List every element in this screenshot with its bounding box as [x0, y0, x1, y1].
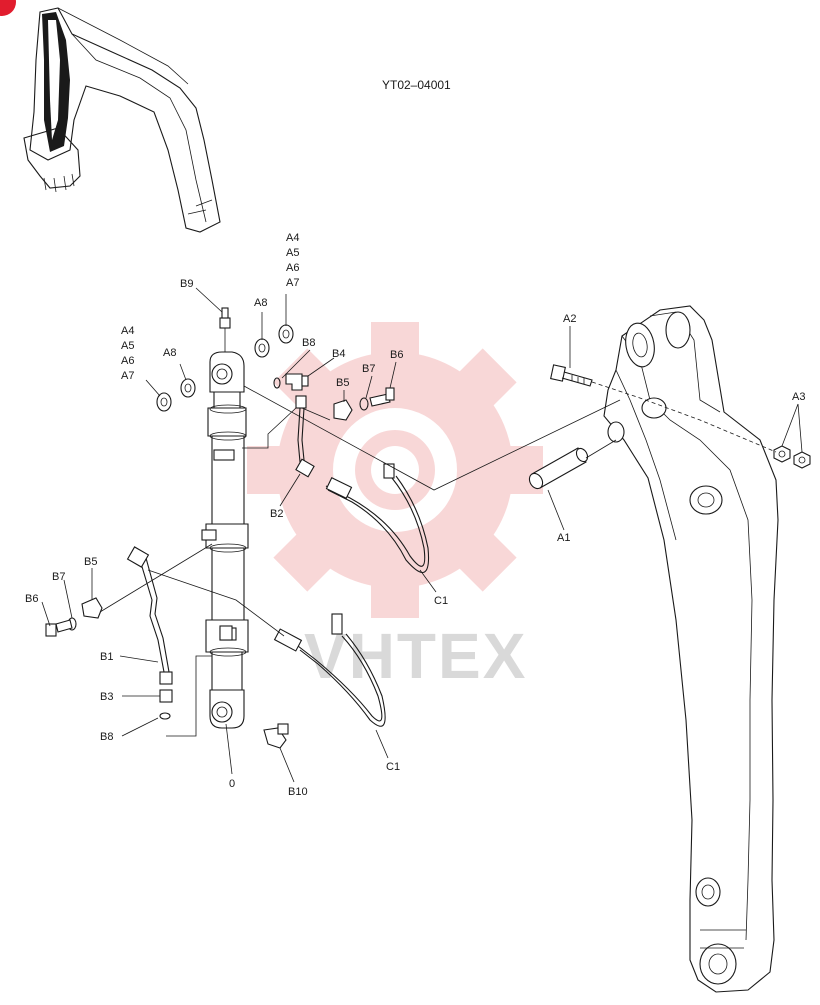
nut-top [295, 395, 307, 409]
elbow-b10 [263, 723, 289, 749]
label-a6-top: A6 [286, 262, 299, 274]
fitting-lower [219, 625, 233, 641]
corner-badge-icon [0, 0, 16, 16]
clamp-b5-left [81, 597, 103, 619]
label-b6-left: B6 [25, 593, 38, 605]
drawing-code: YT02–04001 [382, 78, 451, 92]
label-b8-left: B8 [100, 731, 113, 743]
bolt-a2 [550, 364, 593, 387]
label-a8-left: A8 [163, 347, 176, 359]
fitting-b9 [219, 307, 231, 352]
hose-c1-bottom [273, 613, 386, 727]
label-b2: B2 [270, 508, 283, 520]
label-a3: A3 [792, 391, 805, 403]
label-c1-bottom: C1 [386, 761, 400, 773]
tube-b1 [126, 546, 173, 685]
label-b5-top: B5 [336, 377, 349, 389]
bolt-b6-top [369, 387, 395, 407]
label-zero: 0 [229, 778, 235, 790]
fitting-b3 [159, 689, 173, 703]
washers-left [156, 378, 196, 412]
label-b10: B10 [288, 786, 308, 798]
label-c1-top: C1 [434, 595, 448, 607]
label-a1: A1 [557, 532, 570, 544]
washer-b7-top [359, 397, 369, 411]
label-a8-top: A8 [254, 297, 267, 309]
cylinder-assembly [201, 351, 249, 729]
label-b6-top: B6 [390, 349, 403, 361]
elbow-b4 [285, 373, 309, 391]
label-a5-top: A5 [286, 247, 299, 259]
thumbnail-arm-drawing [23, 7, 221, 233]
label-b7-top: B7 [362, 363, 375, 375]
label-a2: A2 [563, 313, 576, 325]
nuts-a3 [773, 445, 811, 469]
label-b9: B9 [180, 278, 193, 290]
label-b3: B3 [100, 691, 113, 703]
bolt-b6-left [45, 619, 73, 637]
label-b7-left: B7 [52, 571, 65, 583]
label-a7-left: A7 [121, 370, 134, 382]
label-a7-top: A7 [286, 277, 299, 289]
label-b5-left: B5 [84, 556, 97, 568]
oring-b8-top [273, 377, 281, 389]
label-b8-top: B8 [302, 337, 315, 349]
tube-b2 [295, 407, 315, 478]
oring-b8-left [159, 712, 171, 720]
label-a4-left: A4 [121, 325, 134, 337]
pin-a1 [528, 447, 589, 490]
label-b1: B1 [100, 651, 113, 663]
label-a6-left: A6 [121, 355, 134, 367]
washers-top [254, 324, 294, 358]
leader-lines [41, 287, 803, 783]
label-a4-top: A4 [286, 232, 299, 244]
part-labels: B9 A4 A5 A6 A7 A8 A4 A5 A6 A7 A8 B8 B4 B… [25, 232, 805, 798]
arm-boom-drawing [603, 305, 779, 993]
label-b4: B4 [332, 348, 345, 360]
label-a5-left: A5 [121, 340, 134, 352]
